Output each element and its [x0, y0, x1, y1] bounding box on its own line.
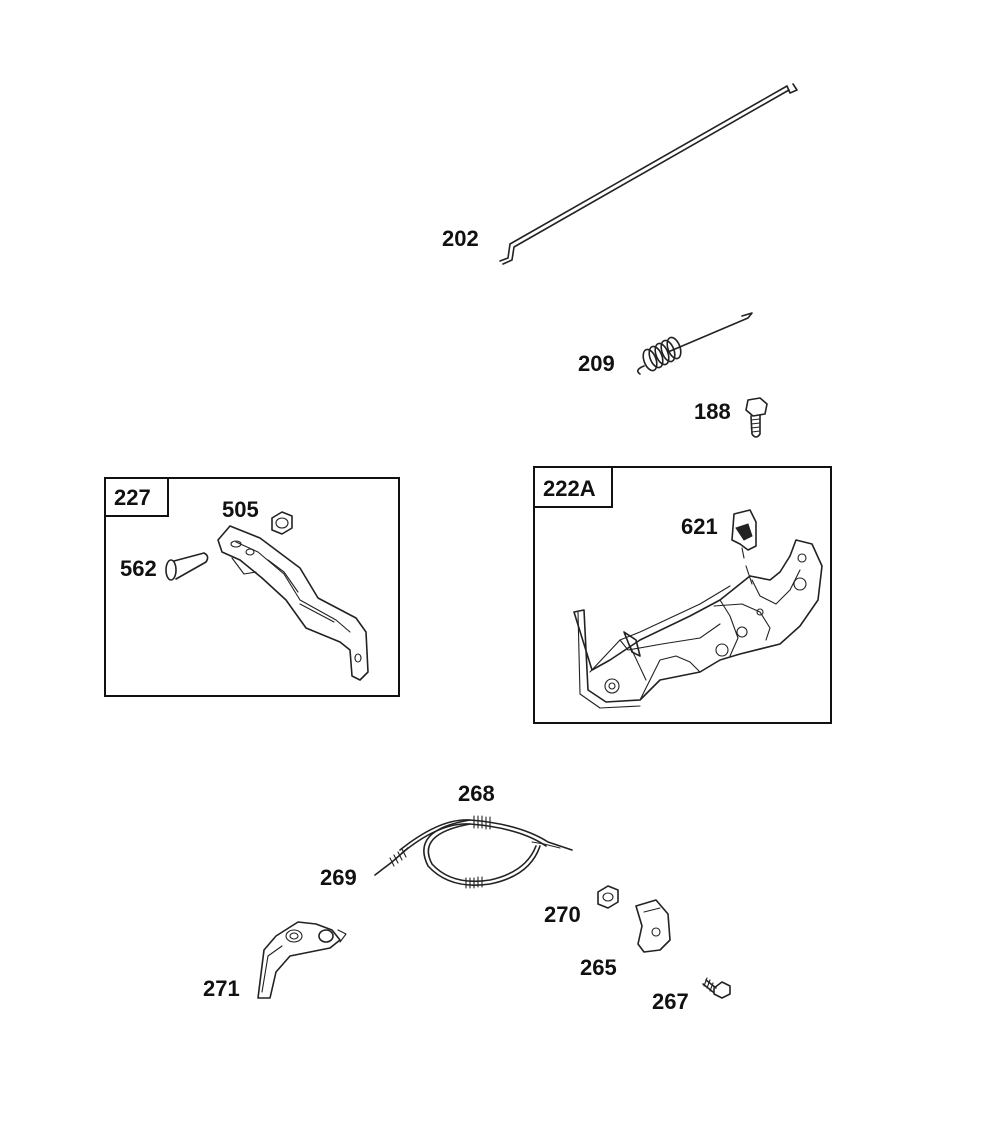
group-box-222A	[533, 466, 832, 724]
part-267-screw	[702, 977, 731, 999]
label-270: 270	[544, 902, 581, 927]
part-202-link-rod	[499, 83, 798, 265]
part-562-pin	[165, 552, 209, 581]
part-271-lever	[257, 921, 347, 999]
part-269-cable-end	[374, 847, 409, 876]
part-621-clip	[731, 509, 757, 559]
part-209-spring	[636, 312, 753, 375]
part-268-cable	[399, 815, 573, 889]
label-269: 269	[320, 865, 357, 890]
label-209: 209	[578, 351, 615, 376]
label-222A: 222A	[543, 476, 596, 501]
part-227-lever-bracket	[217, 525, 369, 681]
label-505: 505	[222, 497, 259, 522]
label-265: 265	[580, 955, 617, 980]
part-222A-control-bracket	[573, 539, 823, 709]
label-188: 188	[694, 399, 731, 424]
part-265-clamp	[635, 899, 671, 953]
group-tag-227	[104, 477, 169, 517]
group-tag-222A	[533, 466, 613, 508]
label-202: 202	[442, 226, 479, 251]
part-505-nut	[271, 511, 293, 535]
label-271: 271	[203, 976, 240, 1001]
label-621: 621	[681, 514, 718, 539]
label-268: 268	[458, 781, 495, 806]
label-562: 562	[120, 556, 157, 581]
part-188-bolt	[745, 397, 768, 438]
part-270-nut	[597, 885, 619, 909]
label-267: 267	[652, 989, 689, 1014]
group-box-227	[104, 477, 400, 697]
label-227: 227	[114, 485, 151, 510]
